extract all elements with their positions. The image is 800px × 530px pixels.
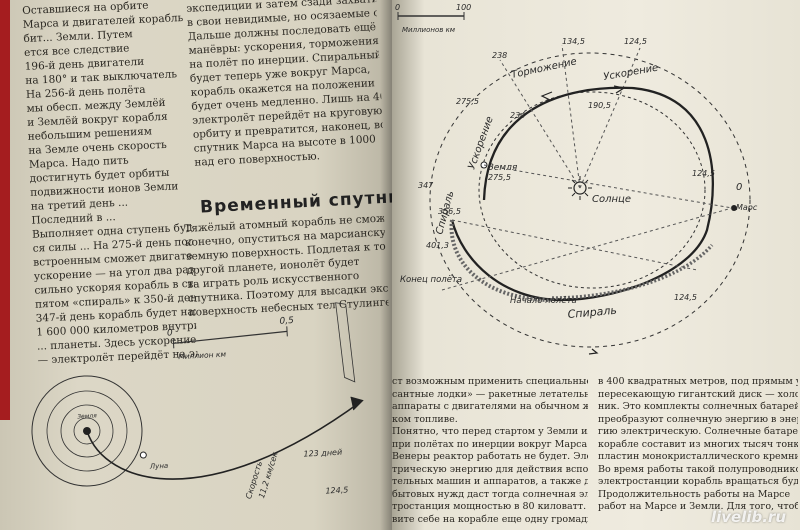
day-134: 134,5 — [562, 37, 585, 46]
label-acceleration-top: Ускорение — [603, 62, 660, 82]
text-line: пересекающую гигантский диск — холодиль- — [598, 388, 798, 400]
left-text-column-b: экспедиции и затем сзади захватить плане… — [186, 0, 385, 170]
text-line: гию электрическую. Солнечные батареи на — [598, 426, 798, 437]
day-190: 190,5 — [588, 101, 611, 110]
earth-mars-orbit-diagram: 0 100 Миллионов км Солнце Земля — [395, 3, 758, 355]
orbit-scale-start: 0 — [395, 3, 400, 12]
orbit-scale-label: Миллионов км — [402, 26, 456, 34]
text-line: тельных машин и аппаратов, а также для — [392, 476, 588, 487]
scale-bar — [173, 330, 288, 344]
text-line: Венеры реактор работать не будет. Элек- — [392, 451, 588, 462]
orbit-scale-end: 100 — [456, 3, 471, 12]
label-flight-start: Начало полёта — [510, 296, 577, 306]
day-356: 356,5 — [438, 207, 461, 216]
text-line: аппараты с двигателями на обычном жид- — [392, 401, 588, 412]
right-page: 0 100 Миллионов км Солнце Земля — [392, 0, 800, 530]
earth-departure-diagram: 0 0,5 Миллион км Земля Луна Скорость 11,… — [31, 302, 364, 500]
transfer-trajectory — [450, 86, 714, 302]
label-speed-value: 11,2 км/сек — [257, 451, 280, 500]
day-275-b: 275,5 — [488, 173, 511, 182]
cover-edge — [0, 0, 10, 420]
text-line: корабле составит из многих тысяч тонких — [598, 438, 798, 450]
label-124: 124,5 — [325, 485, 348, 495]
label-moon: Луна — [149, 462, 169, 471]
text-line: трическую энергию для действия вспомога- — [392, 463, 588, 475]
text-line: Понятно, что перед стартом у Земли или — [392, 426, 588, 437]
watermark: livelib.ru — [710, 508, 786, 526]
label-sun: Солнце — [592, 194, 631, 205]
label-spiral-bottom: Спираль — [567, 304, 617, 321]
text-line: ст возможным применить специальные «де- — [392, 376, 588, 387]
right-text-column-2: в 400 квадратных метров, под прямым угло… — [598, 376, 798, 514]
label-days: 123 дней — [303, 448, 342, 459]
text-line: ник. Это комплекты солнечных батарей. Он… — [598, 401, 798, 412]
day-401: 401,3 — [426, 241, 449, 250]
text-line: работ на Марсе и Земли. Для того, чтобы — [598, 501, 798, 512]
day-124-bottom: 124,5 — [674, 293, 697, 302]
day-124-top: 124,5 — [624, 37, 647, 46]
text-line: в 400 квадратных метров, под прямым угло… — [598, 376, 798, 387]
day-124-right: 124,5 — [692, 169, 715, 178]
label-mars-zero: 0 — [736, 182, 742, 193]
spiral-segment — [449, 219, 553, 302]
text-line: Во время работы такой полупроводниковой — [598, 463, 798, 475]
earth-marker — [82, 426, 91, 435]
right-text-column-1: ст возможным применить специальные «де-с… — [392, 376, 588, 526]
scale-label: Миллион км — [178, 350, 227, 362]
text-line: сантные лодки» — ракетные летательные — [392, 388, 588, 400]
label-earth: Земля — [77, 412, 97, 420]
text-line: бытовых нужд даст тогда солнечная элек- — [392, 488, 588, 500]
day-238: 238 — [492, 51, 507, 60]
trajectory-arrow — [350, 396, 364, 411]
departure-trajectory — [86, 400, 362, 480]
day-347: 347 — [418, 181, 434, 190]
mars-orbit — [429, 52, 751, 348]
text-line: электростанции корабль вращаться будет — [598, 476, 798, 487]
text-line: ком топливе. — [392, 413, 458, 425]
text-line: Продолжительность работы на Марсе — [598, 488, 791, 500]
text-line: тростанция мощностью в 80 киловатт. Пред… — [392, 501, 588, 512]
text-line: преобразуют солнечную энергию в энер- — [598, 413, 798, 425]
scale-end: 0,5 — [279, 316, 294, 327]
text-line: пластин монокристаллического кремния. — [598, 451, 798, 462]
label-mars: Марс — [736, 203, 758, 212]
lunar-orbit — [31, 375, 143, 487]
label-flight-end: Конец полёта — [400, 275, 462, 285]
day-234: 234 — [510, 111, 525, 120]
scale-start: 0 — [167, 328, 174, 338]
mars-marker — [731, 205, 737, 211]
text-line: вите себе на корабле еще одну громадину — [392, 513, 588, 525]
moon-marker — [139, 451, 147, 459]
ship-sketch — [335, 302, 356, 383]
day-275-a: 275,5 — [456, 97, 479, 106]
label-braking: Торможение — [510, 56, 577, 81]
earth-orbit — [478, 91, 706, 289]
text-line: при полётах по инерции вокруг Марса или — [392, 438, 588, 450]
